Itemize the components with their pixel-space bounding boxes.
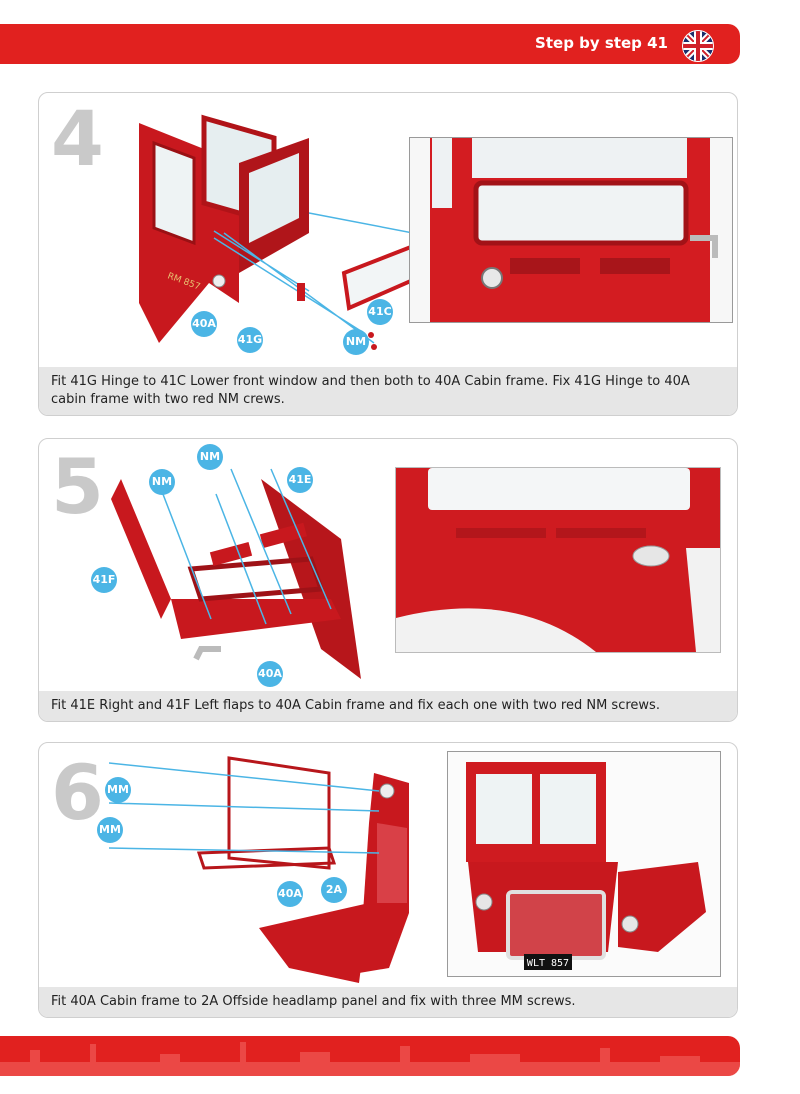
step-number: 6 [51, 755, 104, 831]
part-label-41e: 41E [287, 467, 313, 493]
step-4-detail-photo [409, 137, 733, 323]
cabin-flaps-illustration [101, 449, 401, 689]
step-number: 5 [51, 449, 104, 525]
page-title: Step by step 41 [535, 34, 668, 52]
headlamp-panel-illustration [109, 753, 419, 983]
part-label-40a: 40A [277, 881, 303, 907]
license-plate: WLT 857 [527, 958, 569, 969]
step-panel-6: 6 MM MM 40A 2A WLT 857 Fit 40A Cabin fra… [38, 742, 738, 1018]
part-label-40a: 40A [191, 311, 217, 337]
step-number: 4 [51, 101, 104, 177]
part-label-40a: 40A [257, 661, 283, 687]
part-label-41f: 41F [91, 567, 117, 593]
part-label-nm-left: NM [149, 469, 175, 495]
step-panel-4: 4 RM 857 40A 41G NM 41C Fit [38, 92, 738, 416]
part-label-nm-top: NM [197, 444, 223, 470]
step-caption: Fit 41E Right and 41F Left flaps to 40A … [39, 691, 737, 721]
header-bar: Step by step 41 [0, 24, 740, 64]
part-label-nm: NM [343, 329, 369, 355]
part-label-mm-bottom: MM [97, 817, 123, 843]
step-5-detail-photo [395, 467, 721, 653]
footer-skyline-bar [0, 1036, 740, 1076]
part-label-mm-top: MM [105, 777, 131, 803]
step-6-detail-photo: WLT 857 [447, 751, 721, 977]
step-caption: Fit 40A Cabin frame to 2A Offside headla… [39, 987, 737, 1017]
step-caption: Fit 41G Hinge to 41C Lower front window … [39, 367, 737, 415]
step-panel-5: 5 NM NM 41E 41F 40A Fit 41E Right and 41… [38, 438, 738, 722]
part-label-41g: 41G [237, 327, 263, 353]
part-label-2a: 2A [321, 877, 347, 903]
part-label-41c: 41C [367, 299, 393, 325]
uk-flag-icon [682, 30, 714, 62]
